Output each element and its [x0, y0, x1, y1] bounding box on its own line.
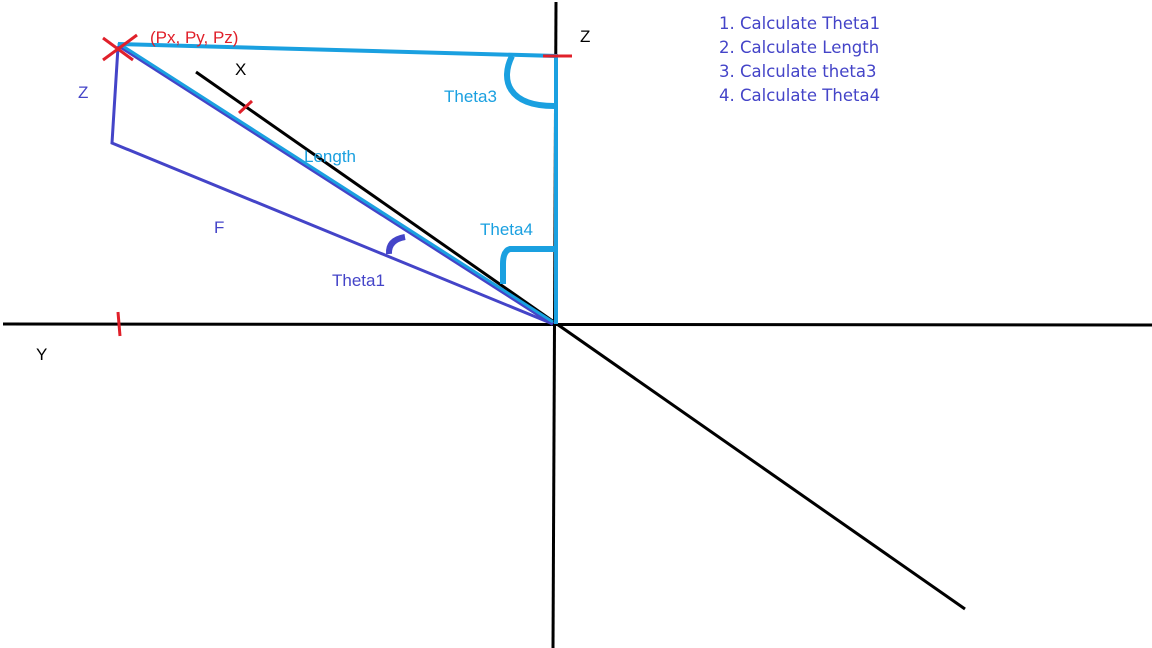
- y-axis-tick: [116, 311, 122, 337]
- z-side-label: Z: [78, 83, 88, 102]
- hypotenuse-dark-line: [116, 43, 555, 326]
- x-axis-label: X: [235, 60, 246, 79]
- y-axis-line: [2, 322, 1152, 327]
- point-label: (Px, Py, Pz): [150, 28, 238, 47]
- step-item: 4. Calculate Theta4: [719, 86, 881, 105]
- step-item: 3. Calculate theta3: [719, 62, 877, 81]
- step-item: 1. Calculate Theta1: [719, 14, 881, 33]
- length-line: [117, 41, 554, 324]
- x-axis-line: [195, 70, 966, 611]
- theta1-label: Theta1: [332, 271, 385, 290]
- theta1-arc: [385, 234, 406, 255]
- y-axis-label: Y: [36, 345, 47, 364]
- steps-list: 1. Calculate Theta1 2. Calculate Length …: [719, 12, 880, 108]
- theta4-label: Theta4: [480, 220, 533, 239]
- length-label: Length: [304, 147, 356, 166]
- theta4-arc: [500, 246, 554, 284]
- theta3-arc: [504, 54, 555, 109]
- z-axis-label: Z: [580, 27, 590, 46]
- theta3-label: Theta3: [444, 87, 497, 106]
- x-axis-tick: [237, 99, 254, 115]
- z-side-line: [110, 46, 554, 326]
- step-item: 2. Calculate Length: [719, 38, 880, 57]
- f-side-label: F: [214, 218, 224, 237]
- point-marker-cross-b: [102, 33, 138, 62]
